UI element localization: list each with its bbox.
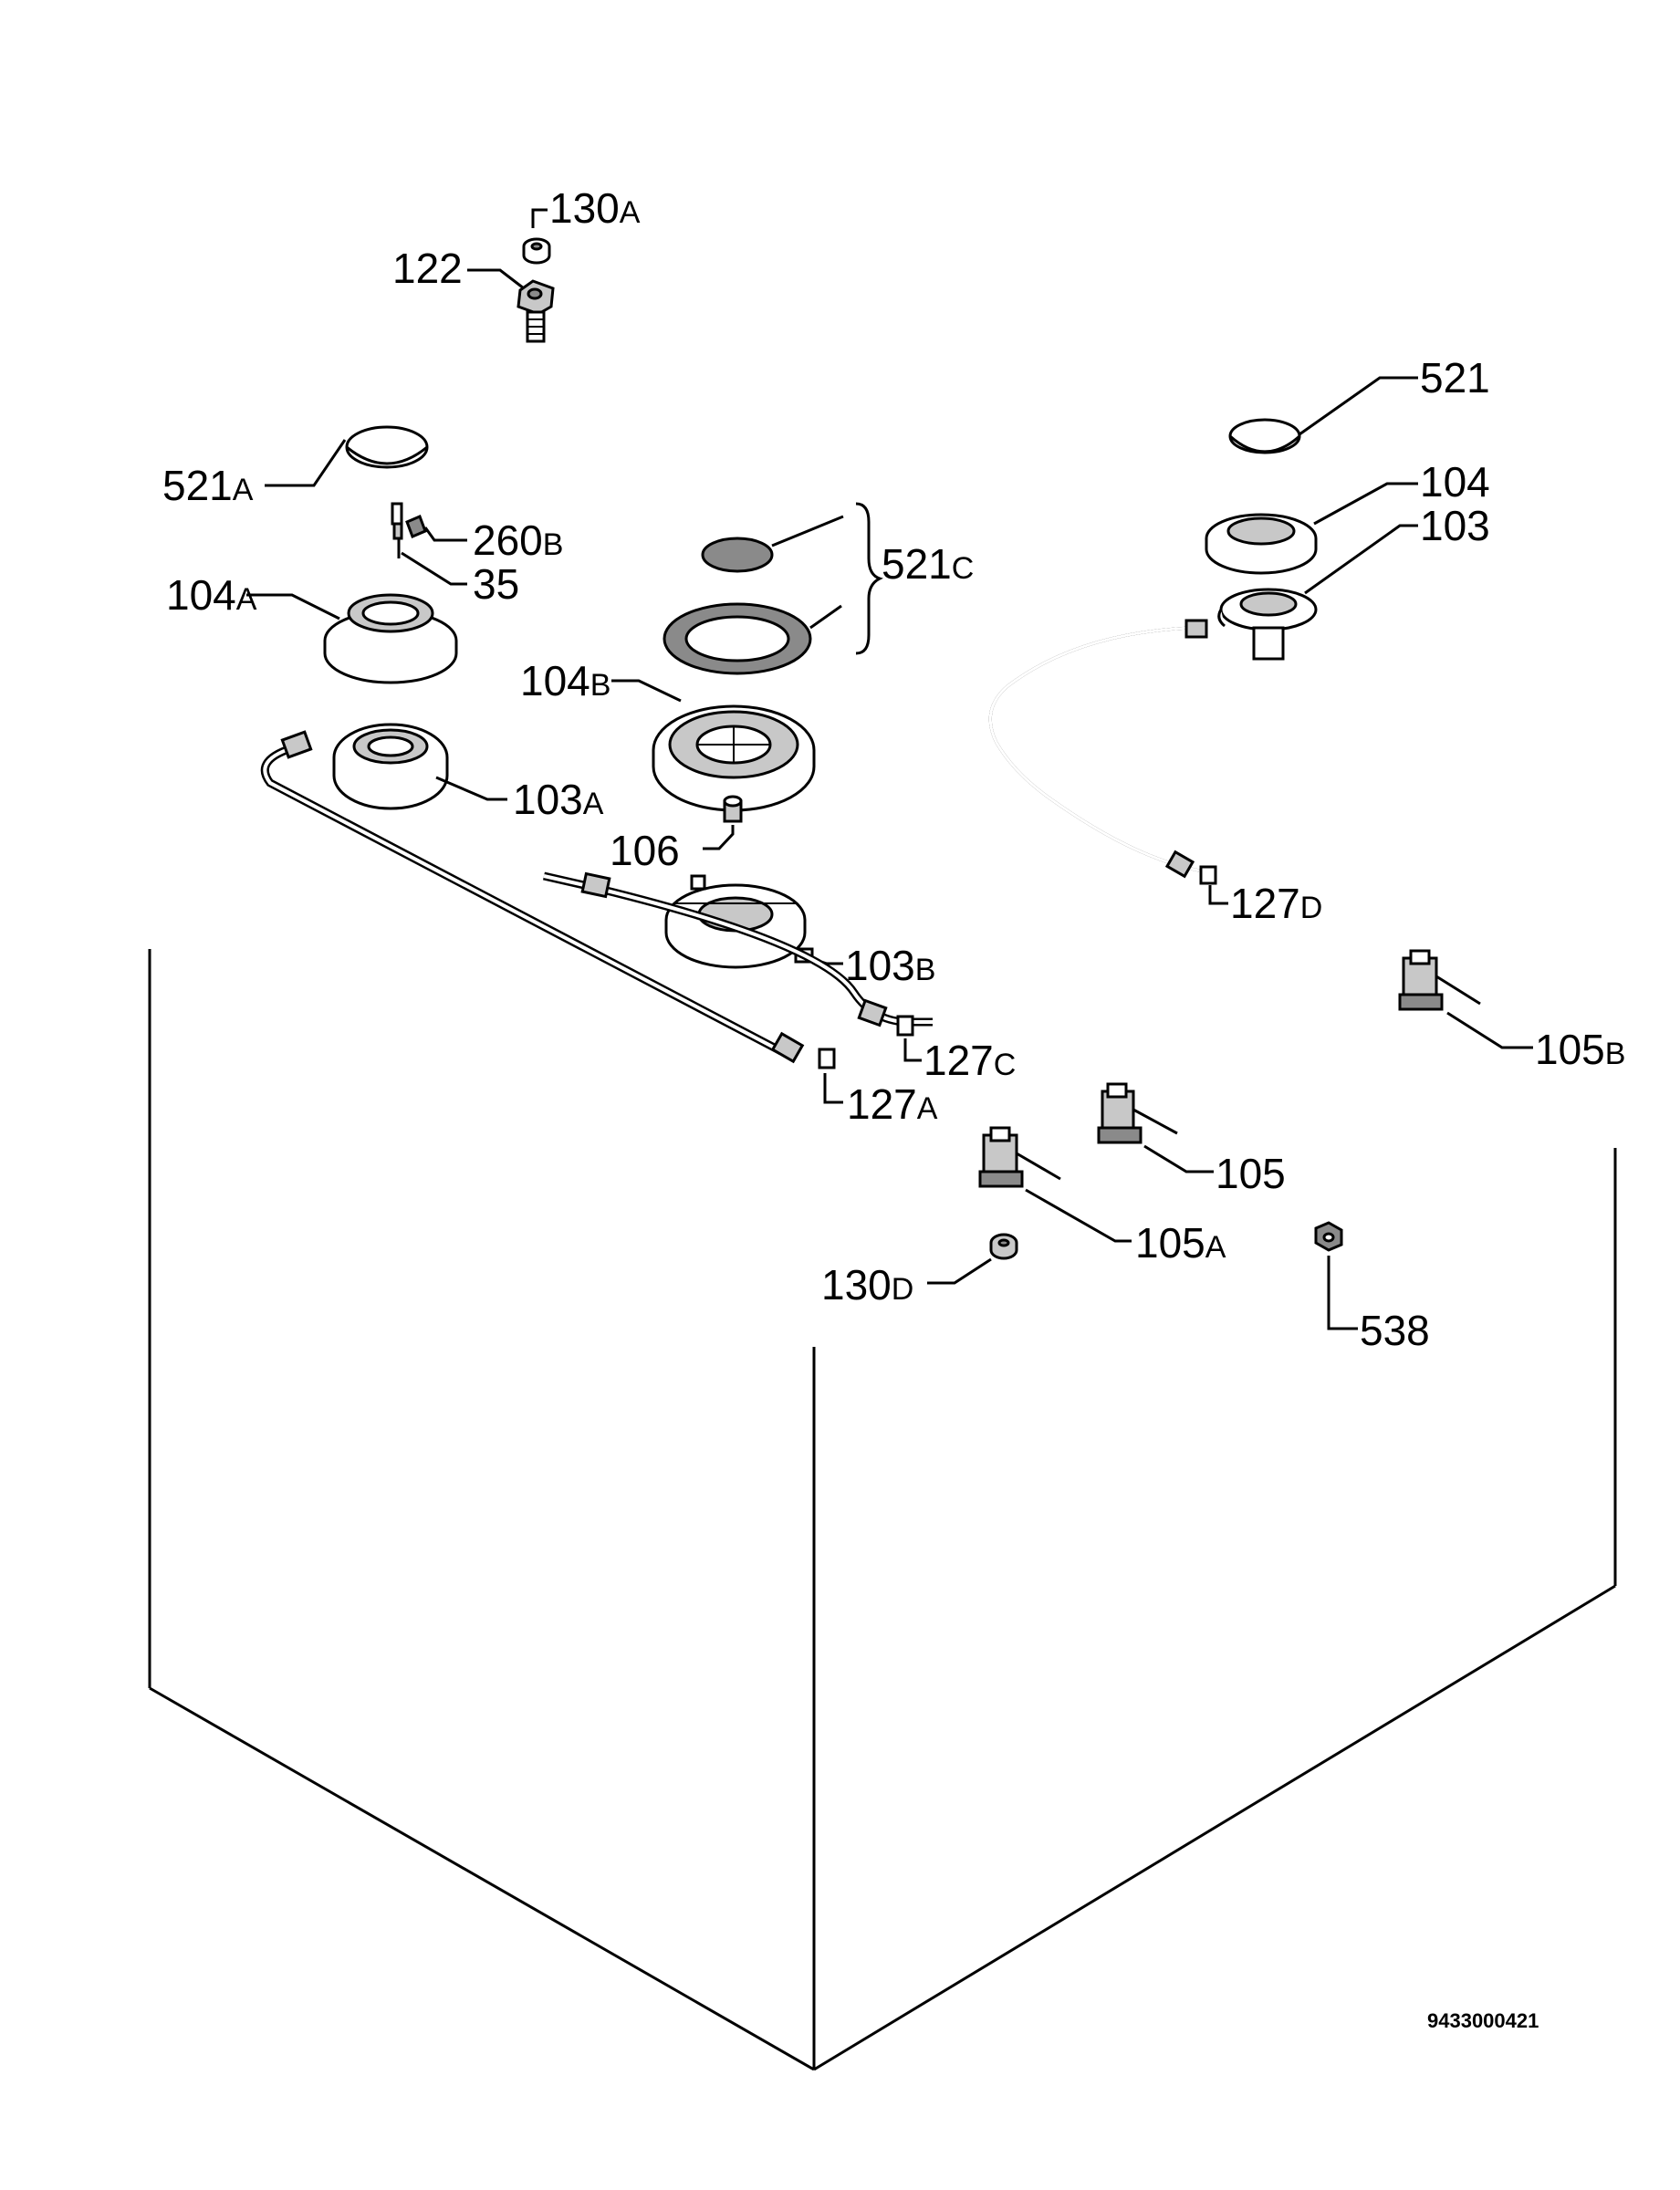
label-521a: 521A <box>162 462 254 509</box>
part-127a-gas-pipe <box>260 730 836 1069</box>
part-103b-burner-base <box>664 874 814 969</box>
part-105b-gas-valve <box>1398 949 1481 1011</box>
label-106: 106 <box>610 827 680 874</box>
label-103a: 103A <box>513 776 604 823</box>
part-labels: 130A 122 521 521A 104 103 260B 521C 35 1… <box>162 184 1625 1354</box>
part-105-gas-valve <box>1097 1082 1178 1144</box>
label-104b: 104B <box>520 657 610 704</box>
label-130a: 130A <box>549 184 641 232</box>
drawing-number: 9433000421 <box>1427 2009 1539 2032</box>
part-521c-cap-disc <box>701 537 774 573</box>
part-104-burner-crown <box>1205 513 1318 575</box>
label-105a: 105A <box>1135 1219 1226 1267</box>
label-105b: 105B <box>1535 1026 1625 1073</box>
label-521c: 521C <box>882 540 974 588</box>
part-521c-cap-ring <box>663 602 812 675</box>
label-35: 35 <box>473 560 519 608</box>
label-538: 538 <box>1360 1307 1430 1354</box>
label-103: 103 <box>1420 502 1490 549</box>
part-130d-ring <box>989 1233 1018 1260</box>
part-122-injector <box>517 279 555 343</box>
part-127c-gas-pipe <box>543 871 933 1037</box>
part-106-jet <box>723 795 743 823</box>
part-127d-gas-pipe <box>988 619 1217 885</box>
label-260b: 260B <box>473 516 563 564</box>
label-104: 104 <box>1420 458 1490 506</box>
part-538-nut <box>1314 1221 1343 1252</box>
label-130d: 130D <box>821 1261 913 1309</box>
label-127c: 127C <box>923 1037 1016 1084</box>
part-103-burner-body <box>1217 588 1318 661</box>
label-105: 105 <box>1216 1150 1286 1197</box>
label-521: 521 <box>1420 354 1490 402</box>
part-521-cap <box>1228 418 1301 454</box>
label-104a: 104A <box>166 571 257 619</box>
part-104b-burner <box>652 704 816 812</box>
label-127d: 127D <box>1230 880 1322 927</box>
cabinet-outline <box>148 949 1617 2071</box>
part-521a-cap <box>345 425 429 469</box>
part-130a-ring <box>522 237 551 265</box>
part-104a-burner-crown <box>323 593 458 684</box>
label-103b: 103B <box>845 942 935 989</box>
label-122: 122 <box>392 245 463 292</box>
part-260b-clip <box>405 515 427 538</box>
label-127a: 127A <box>847 1080 938 1128</box>
part-35-electrode <box>391 502 403 558</box>
part-103a-burner-body <box>332 723 449 810</box>
part-105a-gas-valve <box>978 1126 1061 1188</box>
